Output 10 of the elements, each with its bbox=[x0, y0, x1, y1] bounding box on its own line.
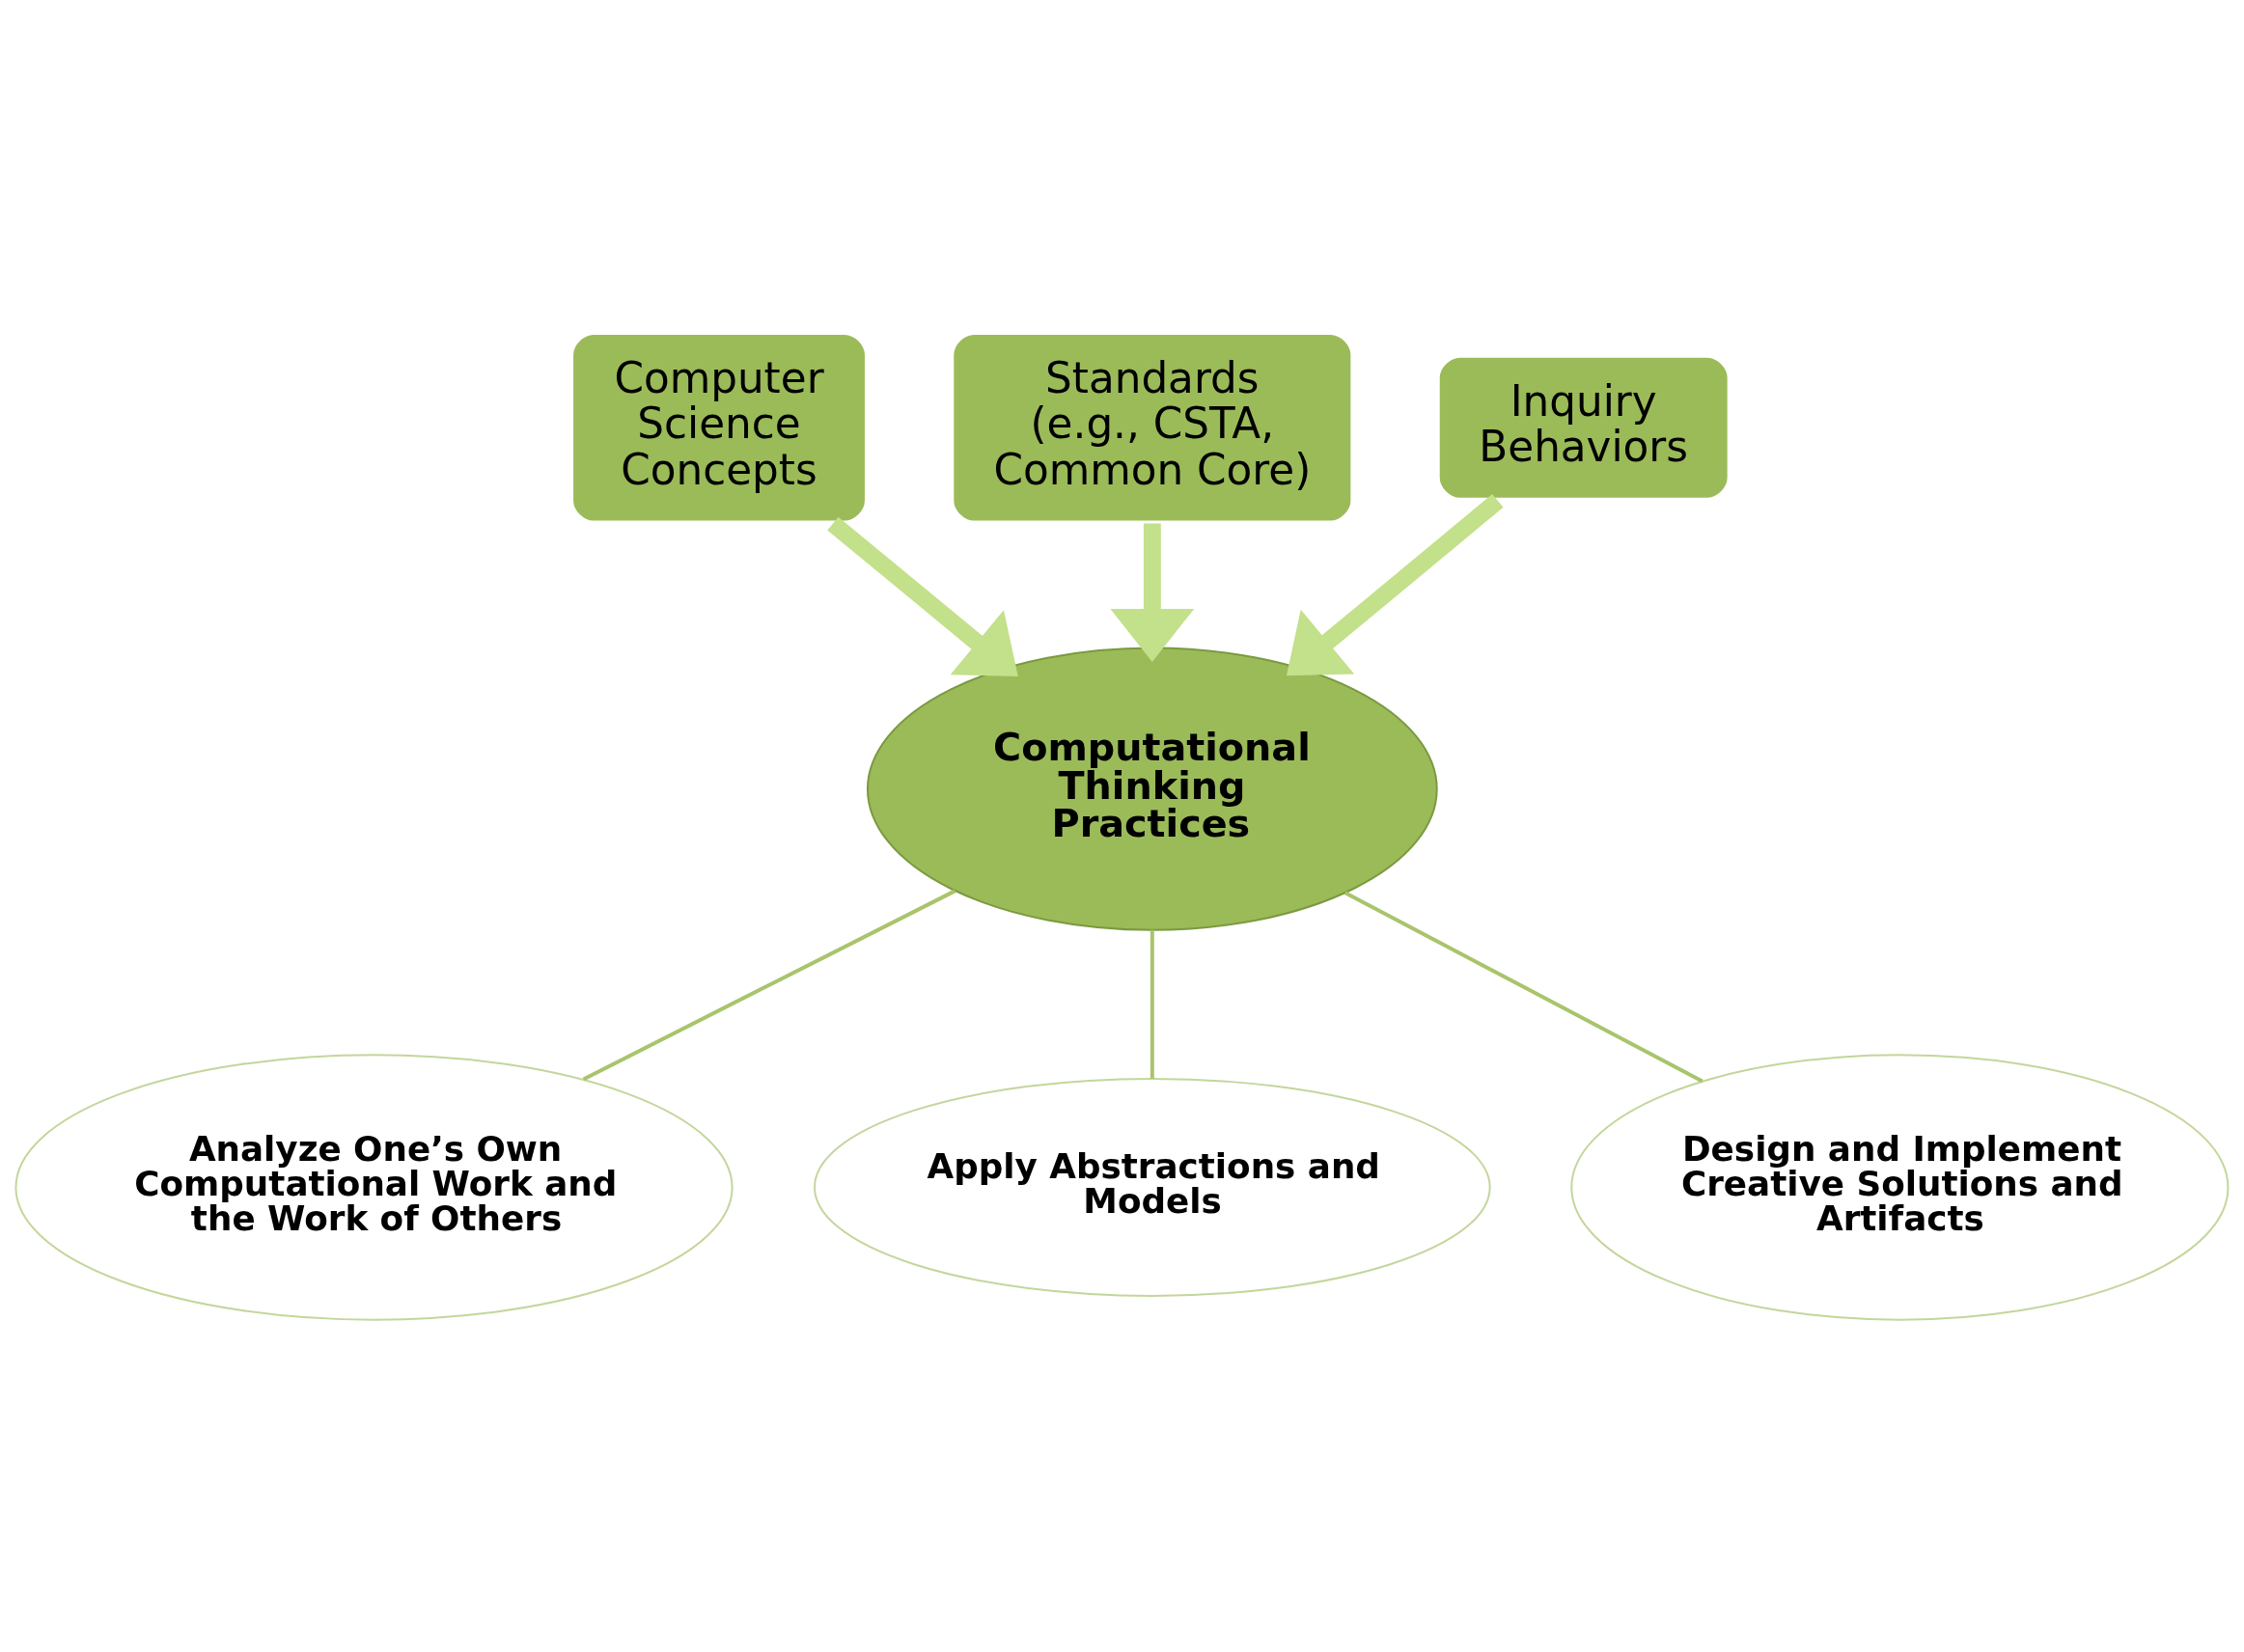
connector bbox=[1344, 891, 1704, 1084]
node-ellipse: Analyze One’s Own Computational Work and the Work of Others bbox=[14, 1054, 734, 1321]
arrow bbox=[1110, 523, 1195, 663]
connector bbox=[582, 889, 956, 1082]
connector bbox=[1150, 929, 1154, 1079]
node-ellipse: Design and Implement Creative Solutions and Artifacts bbox=[1570, 1054, 2230, 1321]
node-ellipse: Apply Abstractions and Models bbox=[814, 1077, 1491, 1297]
arrow bbox=[1286, 494, 1504, 676]
node-ellipse: Computational Thinking Practices bbox=[866, 647, 1438, 931]
arrow bbox=[827, 516, 1018, 676]
